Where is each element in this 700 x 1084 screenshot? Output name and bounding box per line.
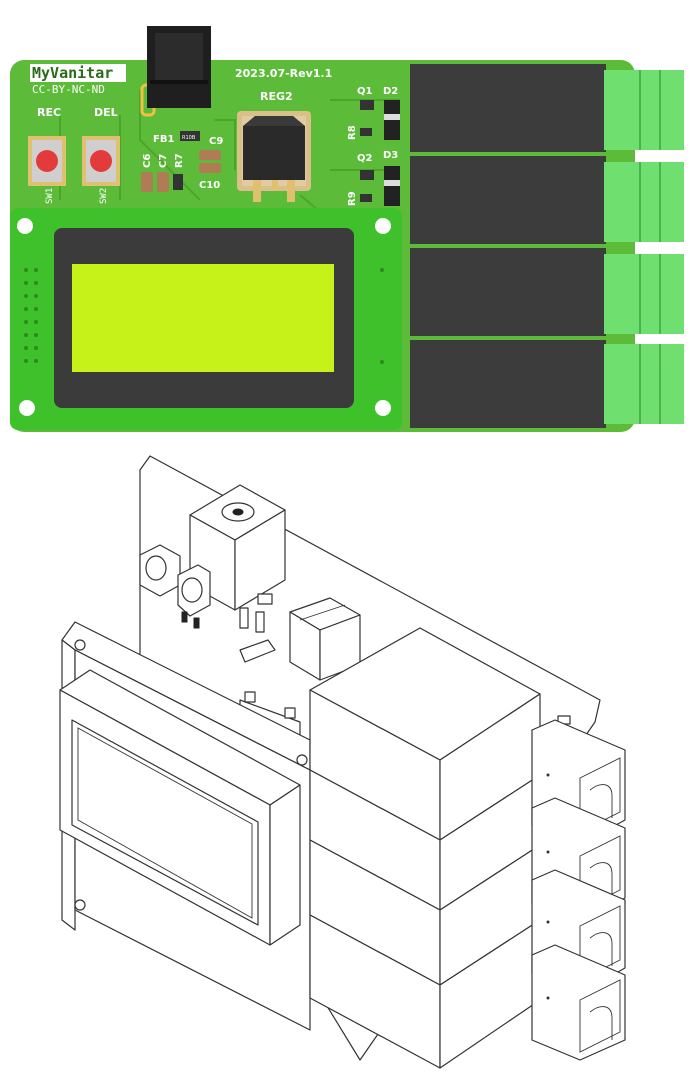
iso-lcd-bezel: [59, 669, 301, 946]
r8-label: R8: [347, 125, 358, 140]
pcb-top-view: MyVanitar CC-BY-NC-ND 2023.07-Rev1.1 REG…: [10, 26, 684, 432]
relay-4: [410, 340, 606, 428]
d3-label: D3: [383, 150, 398, 161]
relay-2: [410, 156, 606, 244]
ferrite-body-label: R10B: [182, 135, 196, 141]
lcd-module: [10, 208, 402, 430]
iso-relays: [309, 627, 541, 1069]
iso-dc-jack: [189, 484, 286, 611]
sw2-label: SW2: [99, 188, 109, 204]
board-license: CC-BY-NC-ND: [32, 83, 105, 96]
q1-label: Q1: [357, 86, 373, 97]
regulator: [237, 111, 311, 202]
iso-smd-parts: [181, 593, 276, 663]
driver-parts: [360, 100, 400, 206]
q2-label: Q2: [357, 153, 373, 164]
relay-1: [410, 64, 606, 152]
terminal-blocks: [604, 70, 684, 424]
fb1-label: FB1: [153, 134, 174, 145]
rec-label: REC: [37, 106, 61, 119]
r7-label: R7: [174, 153, 185, 168]
relay-3: [410, 248, 606, 336]
iso-terminals: [531, 715, 626, 1061]
terminal-1: [604, 70, 684, 150]
caps-c6-c7: [141, 172, 183, 192]
r9-label: R9: [347, 191, 358, 206]
c9-label: C9: [209, 136, 223, 147]
d2-label: D2: [383, 86, 398, 97]
caps-c9-c10: [199, 150, 221, 173]
dc-jack: [140, 26, 211, 117]
ferrite-bead: [180, 131, 200, 141]
del-button[interactable]: [82, 136, 120, 186]
relays: [410, 64, 606, 428]
iso-buttons: [139, 544, 211, 617]
terminal-4: [604, 344, 684, 424]
iso-regulator: [289, 597, 361, 681]
del-label: DEL: [94, 106, 118, 119]
terminal-3: [604, 254, 684, 334]
board-title: MyVanitar: [32, 64, 113, 82]
board-revision: 2023.07-Rev1.1: [235, 67, 332, 80]
reg-label: REG2: [260, 90, 293, 103]
title-silk-box: [30, 64, 126, 82]
sw1-label: SW1: [45, 188, 55, 204]
c6-label: C6: [142, 154, 153, 168]
c7-label: C7: [158, 154, 169, 168]
rec-button[interactable]: [28, 136, 66, 186]
terminal-2: [604, 162, 684, 242]
c10-label: C10: [199, 180, 220, 191]
lcd-screen: [72, 264, 334, 372]
